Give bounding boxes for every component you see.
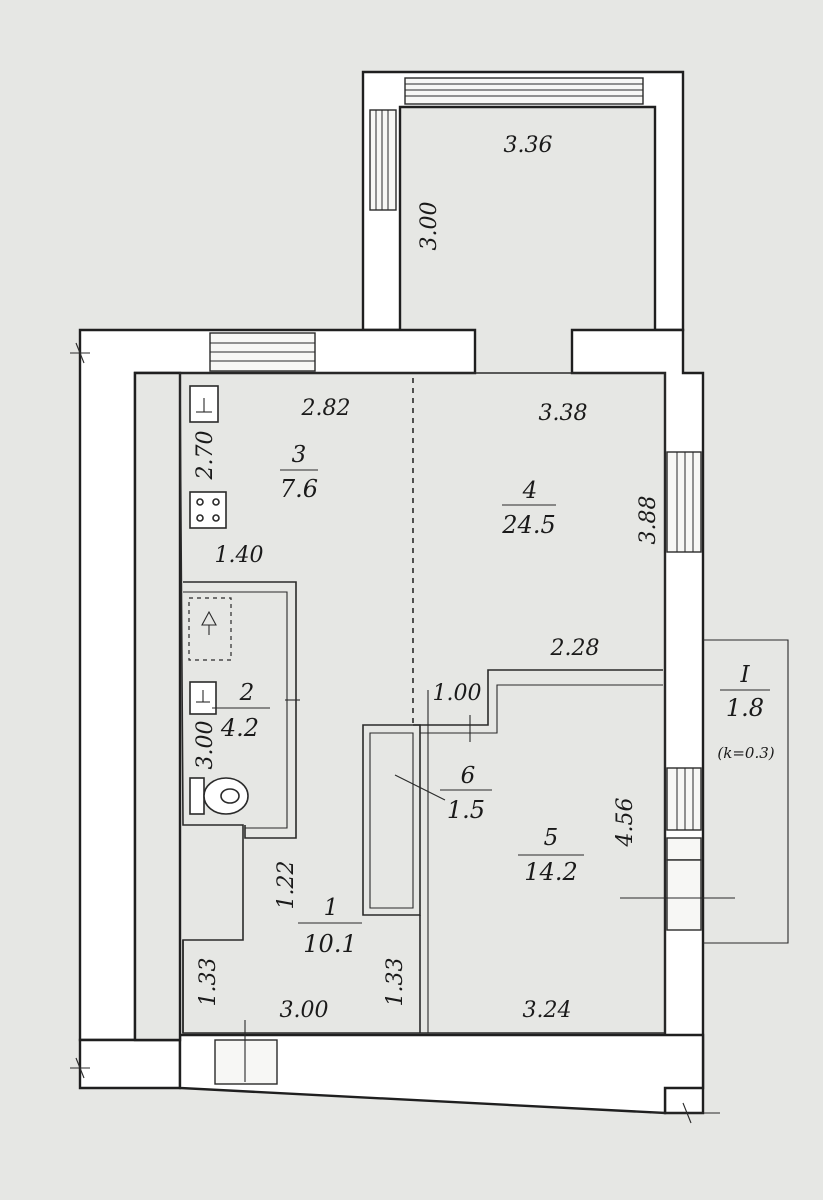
room-4-number: 4 xyxy=(522,478,538,504)
dim-living-height: 3.88 xyxy=(636,496,661,545)
balcony-area: 1.8 xyxy=(726,694,764,722)
window-top-left xyxy=(369,109,397,211)
shower-icon xyxy=(188,597,232,661)
dim-bath-height: 3.00 xyxy=(193,721,218,770)
dim-room-top-width: 3.36 xyxy=(504,133,553,158)
dim-hall-right: 1.33 xyxy=(383,958,408,1007)
break-markers xyxy=(70,342,720,1124)
room-4-label: 4 24.5 xyxy=(501,478,555,539)
window-bedroom xyxy=(666,767,702,931)
dim-kitchen-height: 2.70 xyxy=(193,431,218,481)
dim-hall-left: 1.33 xyxy=(196,958,221,1007)
balcony-number: I xyxy=(739,662,750,688)
bathroom-sink-icon xyxy=(189,681,217,715)
room-2-label: 2 4.2 xyxy=(220,680,259,742)
closet-leader xyxy=(394,774,446,801)
kitchen-sink-icon xyxy=(189,385,219,423)
room-4-area: 24.5 xyxy=(501,511,555,539)
room-5-number: 5 xyxy=(544,825,559,851)
stove-icon xyxy=(189,491,227,529)
toilet-icon xyxy=(189,777,249,815)
room-6-label: 6 1.5 xyxy=(447,763,485,824)
room-3-area: 7.6 xyxy=(280,475,318,503)
room-5-area: 14.2 xyxy=(524,858,577,886)
fraction-lines xyxy=(212,469,770,924)
window-living xyxy=(666,451,702,553)
dim-bedroom-height: 4.56 xyxy=(613,798,638,848)
room-6-area: 1.5 xyxy=(447,796,485,824)
room-6-number: 6 xyxy=(461,763,476,789)
dim-living-step: 2.28 xyxy=(550,636,600,661)
balcony-outline xyxy=(703,639,789,944)
balcony-label: I 1.8 (k=0.3) xyxy=(717,662,774,762)
room-1-label: 1 10.1 xyxy=(303,895,356,958)
dim-kitchen-depth: 1.40 xyxy=(215,543,264,568)
dim-living-width: 3.38 xyxy=(539,401,588,426)
room-2-number: 2 xyxy=(239,680,255,706)
window-top xyxy=(404,77,644,105)
dim-hall-side: 1.22 xyxy=(274,861,299,910)
dimension-labels: 3.36 3.00 2.82 2.70 1.40 3.38 3.88 2.28 … xyxy=(193,133,661,1023)
room-3-label: 3 7.6 xyxy=(280,442,318,503)
dim-kitchen-width: 2.82 xyxy=(301,396,351,421)
window-hall xyxy=(214,1039,278,1085)
room-5-label: 5 14.2 xyxy=(524,825,577,886)
dim-room-top-height: 3.00 xyxy=(417,202,442,251)
room-1-area: 10.1 xyxy=(303,930,356,958)
dim-hall-width: 3.00 xyxy=(280,998,329,1023)
balcony-coefficient: (k=0.3) xyxy=(717,744,774,762)
room-2-area: 4.2 xyxy=(220,714,259,742)
walls xyxy=(78,70,705,1115)
window-kitchen xyxy=(209,332,316,372)
dim-closet-width: 1.00 xyxy=(433,681,482,706)
room-1-number: 1 xyxy=(324,895,339,921)
dim-bedroom-width: 3.24 xyxy=(523,998,572,1023)
partition-ticks xyxy=(244,699,471,1082)
room-outlines xyxy=(179,372,666,1034)
room-3-number: 3 xyxy=(292,442,307,468)
